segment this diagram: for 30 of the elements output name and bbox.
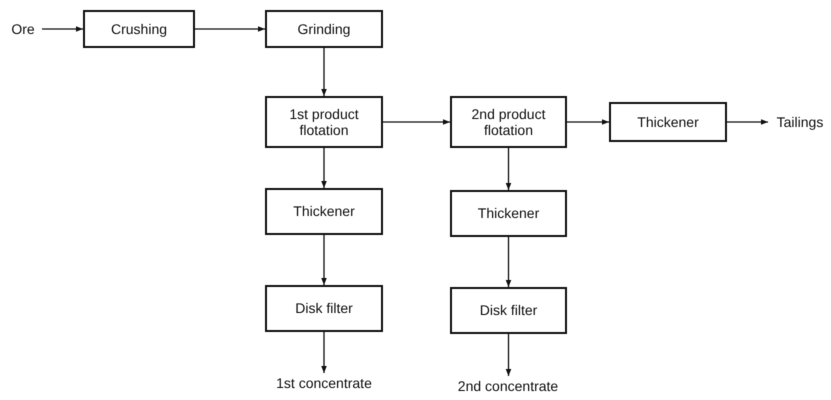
process-name: Disk filter [480,302,538,319]
process-name: 2nd product flotation [470,106,546,138]
process-name: Thickener [637,114,699,130]
arrow [42,26,83,32]
arrow [195,26,265,32]
arrow [321,332,327,373]
process-box [609,102,727,142]
process-box [450,287,567,334]
arrow [506,334,512,376]
process-box [265,285,383,332]
process-name: Thickener [478,205,540,222]
arrow [727,119,768,125]
process-name: Disk filter [295,300,353,317]
process-name: Grinding [298,20,350,38]
arrow [567,119,609,125]
process-name: 1st product flotation [288,106,360,138]
process-box [83,10,195,48]
process-name: Thickener [293,203,355,220]
process-box [265,96,383,148]
process-box [265,10,383,48]
process-box [265,188,383,235]
arrow [321,235,327,285]
process-name: Crushing [110,20,168,38]
arrow [321,148,327,188]
arrow [506,237,512,287]
arrow [506,148,512,190]
arrow [321,48,327,96]
process-box [450,96,567,148]
process-box [450,190,567,237]
arrow [383,119,450,125]
